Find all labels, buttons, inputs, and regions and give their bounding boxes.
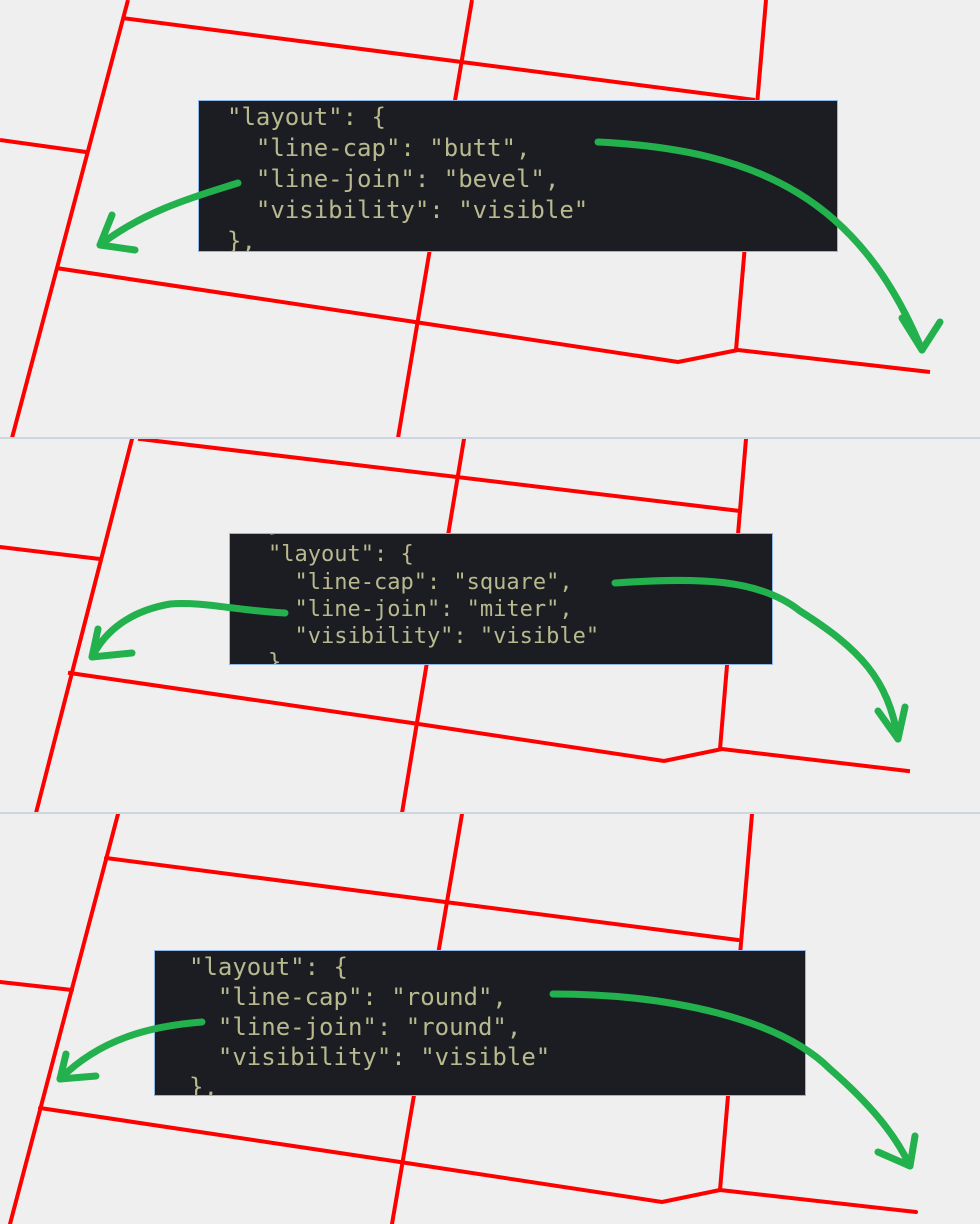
code-line-join: "line-join": "bevel", — [227, 165, 560, 193]
code-line-cap: "line-cap": "square", — [268, 570, 573, 595]
arrow-line-cap — [611, 576, 902, 743]
code-line-visibility: "visibility": "visible" — [189, 1043, 551, 1071]
code-line: "layout": { — [189, 953, 348, 981]
code-line: }, — [268, 534, 295, 537]
panel-divider — [0, 437, 980, 439]
arrowhead — [56, 1050, 100, 1083]
code-line: }, — [268, 650, 295, 665]
code-line-join: "line-join": "round", — [189, 1013, 522, 1041]
code-line: }, — [189, 1073, 218, 1096]
code-line-join: "line-join": "miter", — [268, 597, 573, 622]
arrowhead — [96, 211, 139, 254]
panel-butt-bevel: "layout": { "line-cap": "butt", "line-jo… — [0, 0, 980, 438]
annotation-arrows — [96, 138, 944, 354]
arrow-line-join — [96, 179, 242, 249]
arrowhead — [88, 625, 136, 661]
code-block: }, "layout": { "line-cap": "square", "li… — [229, 533, 773, 665]
arrow-line-join — [88, 599, 289, 661]
arrowhead — [898, 314, 944, 354]
panel-round-round: "layout": { "line-cap": "round", "line-j… — [0, 814, 980, 1224]
code-line: }, — [227, 227, 256, 252]
code-line: "layout": { — [268, 542, 414, 567]
annotation-arrows — [88, 576, 909, 743]
arrow-line-cap — [594, 138, 926, 354]
code-block: "layout": { "line-cap": "butt", "line-jo… — [198, 100, 838, 252]
panel-divider — [0, 812, 980, 814]
annotation-arrows — [56, 990, 919, 1170]
panel-square-miter: }, "layout": { "line-cap": "square", "li… — [0, 439, 980, 813]
arrowhead — [874, 1132, 919, 1170]
code-line-cap: "line-cap": "butt", — [227, 134, 531, 162]
code-block: "layout": { "line-cap": "round", "line-j… — [154, 950, 806, 1096]
code-line-visibility: "visibility": "visible" — [227, 196, 589, 224]
code-line: "layout": { — [227, 103, 386, 131]
arrow-line-join — [56, 1018, 206, 1083]
code-line-cap: "line-cap": "round", — [189, 983, 507, 1011]
arrow-line-cap — [549, 990, 914, 1170]
code-line-visibility: "visibility": "visible" — [268, 624, 600, 649]
arrowhead — [874, 703, 909, 743]
